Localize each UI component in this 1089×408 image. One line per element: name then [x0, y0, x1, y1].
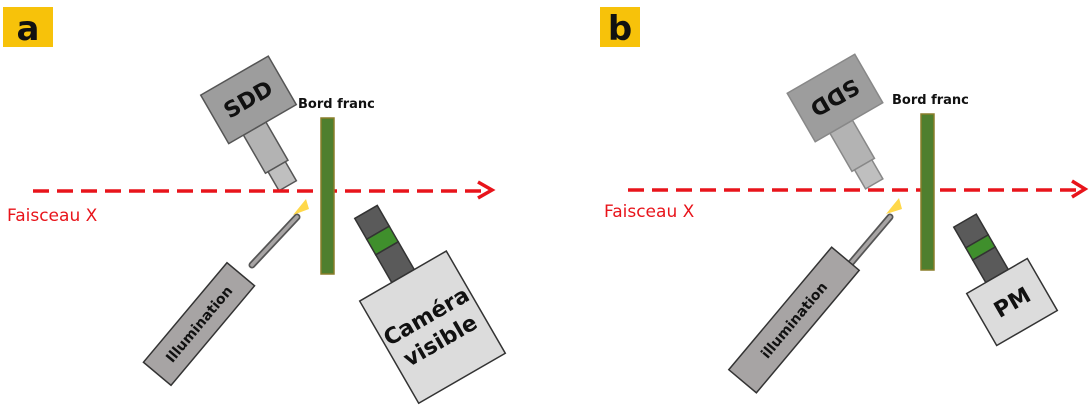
- sharp-edge-a: [320, 117, 335, 275]
- sharp-edge-b: [920, 113, 935, 271]
- panel-b: b SDD illumination: [600, 7, 1089, 394]
- sdd-detector-a: SDD: [199, 55, 298, 192]
- beam-label-b: Faisceau X: [604, 202, 695, 222]
- panel-a: a SDD Illumination: [3, 7, 507, 405]
- beam-label-a: Faisceau X: [7, 206, 98, 226]
- x-ray-beam-b: [628, 179, 1089, 199]
- photomultiplier-b: PM: [952, 213, 1059, 347]
- illumination-b: illumination: [727, 198, 902, 394]
- panel-b-badge: [600, 7, 640, 47]
- sdd-detector-b: SDD: [786, 53, 884, 190]
- panel-a-badge: [3, 7, 53, 47]
- panel-a-letter: a: [17, 9, 40, 49]
- x-ray-beam-a: [33, 180, 496, 200]
- edge-label-b: Bord franc: [892, 93, 969, 108]
- camera-visible-a: Caméra visible: [353, 204, 507, 405]
- light-cone-b: [886, 198, 902, 214]
- panel-b-letter: b: [608, 9, 632, 49]
- edge-label-a: Bord franc: [298, 97, 375, 112]
- light-cone-a: [293, 199, 309, 215]
- illumination-a: Illumination: [142, 199, 309, 387]
